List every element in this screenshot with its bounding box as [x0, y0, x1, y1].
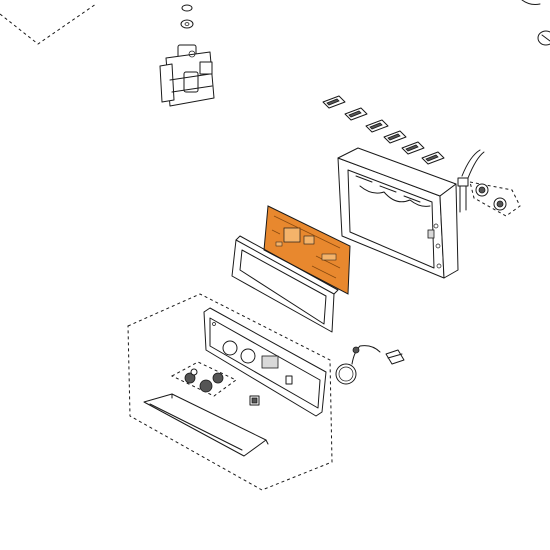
sensor-fittings-group[interactable] [469, 181, 521, 217]
top-left-dashed-outline [0, 3, 97, 45]
knob-3 [212, 372, 224, 384]
ignition-electrode[interactable] [457, 149, 485, 213]
clip-6 [421, 151, 445, 165]
clip-2 [344, 107, 368, 121]
clip-4 [383, 130, 407, 144]
front-control-panel[interactable] [203, 307, 327, 417]
knob-hole-1 [222, 340, 238, 356]
washer-top [181, 4, 193, 12]
gas-valve-assembly[interactable] [159, 4, 215, 107]
pcb-relay [283, 227, 301, 243]
control-box-housing[interactable] [337, 147, 459, 279]
front-panel-dashed-group [127, 293, 333, 491]
push-button[interactable] [249, 395, 260, 406]
knob-2 [199, 379, 213, 393]
gauge-clip[interactable] [385, 349, 405, 365]
clip-3 [365, 119, 389, 133]
panel-flap[interactable] [143, 393, 269, 457]
knob-hole-2 [240, 348, 256, 364]
knob-1 [184, 372, 196, 384]
top-right-part-fragment [521, 0, 550, 46]
switch-slot [285, 375, 293, 385]
display-frame[interactable] [231, 235, 339, 333]
control-knobs[interactable] [170, 361, 237, 397]
control-pcb[interactable] [263, 205, 351, 295]
display-window [261, 355, 279, 369]
pressure-gauge[interactable] [335, 345, 381, 385]
spring-clips[interactable] [322, 95, 445, 165]
clip-5 [401, 141, 425, 155]
clip-1 [322, 95, 346, 109]
washer-bottom [180, 19, 194, 29]
